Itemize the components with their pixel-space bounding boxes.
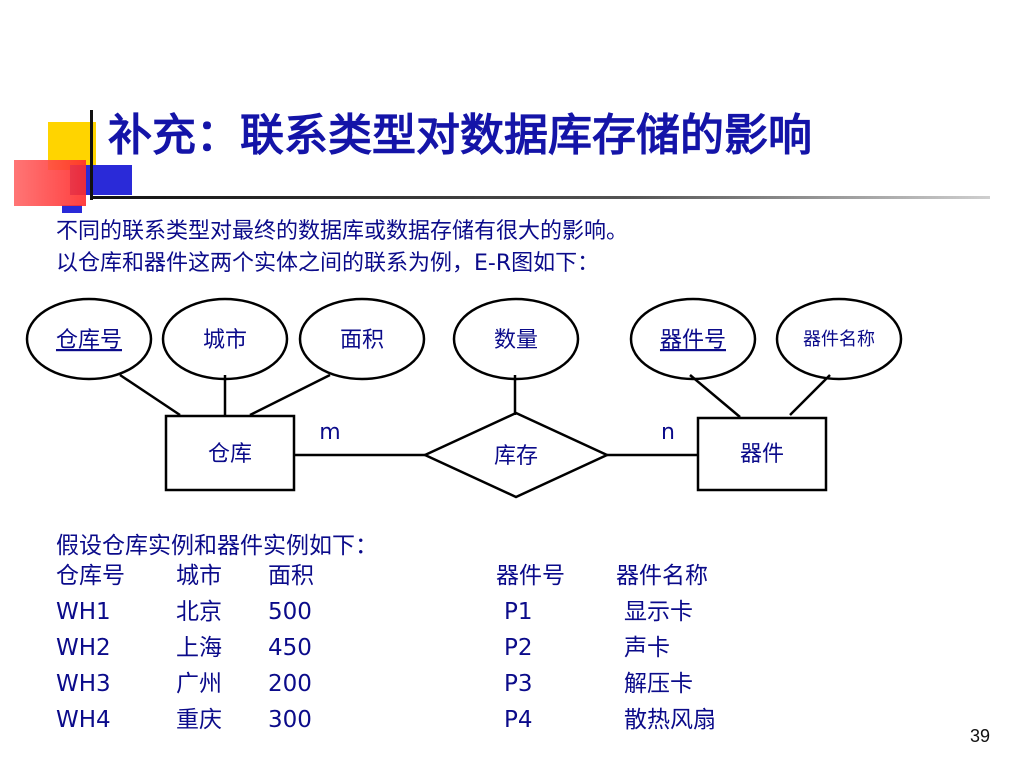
attr-area-ellipse [298,297,426,381]
table-cell: P3 [504,671,533,697]
table-cell: 200 [268,671,312,697]
cardinality-right: n [661,420,675,445]
part-header-id: 器件号 [496,563,565,589]
table-cell: 500 [268,599,312,625]
entity-warehouse-box [164,414,296,492]
relation-label: 库存 [494,444,538,469]
cardinality-left: m [319,420,340,445]
table-cell: 广州 [176,671,222,697]
edge-area [249,373,331,417]
warehouse-header-id: 仓库号 [56,563,125,589]
warehouse-col-city: 城市 北京 上海 广州 重庆 [176,558,222,738]
table-cell: WH1 [56,599,111,625]
attr-warehouse-id-ellipse [25,297,153,381]
slide-logo-decoration [0,0,140,230]
table-cell: 300 [268,707,312,733]
intro-line-1: 不同的联系类型对最终的数据库或数据存储有很大的影响。 [56,219,629,244]
part-header-name: 器件名称 [616,563,708,589]
logo-red-block [14,160,86,206]
intro-line-2: 以仓库和器件这两个实体之间的联系为例，E-R图如下： [56,251,600,276]
warehouse-col-id: 仓库号 WH1 WH2 WH3 WH4 [56,558,125,738]
attr-city-ellipse [161,297,289,381]
table-cell: 重庆 [176,707,222,733]
table-cell: P4 [504,707,533,733]
table-cell: P2 [504,635,533,661]
table-cell: WH2 [56,635,111,661]
attr-part-id-label: 器件号 [660,328,726,353]
table-cell: WH3 [56,671,111,697]
entity-part-label: 器件 [740,442,784,467]
warehouse-col-area: 面积 500 450 200 300 [268,558,314,738]
table-cell: 解压卡 [624,671,693,697]
attr-area-label: 面积 [340,328,384,353]
attr-quantity-ellipse [452,297,580,381]
entity-warehouse-label: 仓库 [208,442,252,467]
table-cell: P1 [504,599,533,625]
attr-part-id-ellipse [629,297,757,381]
tables-intro: 假设仓库实例和器件实例如下： [56,533,378,559]
table-cell: WH4 [56,707,111,733]
intro-text: 不同的联系类型对最终的数据库或数据存储有很大的影响。 以仓库和器件这两个实体之间… [56,216,628,280]
relation-diamond [422,411,610,499]
edge-part-name [789,374,831,416]
title-horizontal-rule [90,196,990,199]
table-cell: 散热风扇 [624,707,716,733]
title-vertical-rule [90,110,93,200]
table-cell: 上海 [176,635,222,661]
part-col-name: 器件名称 显示卡 声卡 解压卡 散热风扇 [616,558,716,738]
warehouse-header-city: 城市 [176,563,222,589]
edge-warehouse-id [119,373,181,417]
edge-part-id [689,374,741,418]
part-col-id: 器件号 P1 P2 P3 P4 [496,558,565,738]
attr-quantity-label: 数量 [494,328,538,353]
attr-city-label: 城市 [203,328,247,353]
slide-title: 补充：联系类型对数据库存储的影响 [108,110,812,161]
page-number: 39 [969,726,990,746]
table-cell: 声卡 [624,635,670,661]
attr-warehouse-id-label: 仓库号 [56,328,122,353]
table-cell: 显示卡 [624,599,693,625]
attr-part-name-label: 器件名称 [803,329,875,350]
table-cell: 北京 [176,599,222,625]
entity-part-box [696,416,828,492]
attr-part-name-ellipse [775,297,903,381]
warehouse-header-area: 面积 [268,563,314,589]
table-cell: 450 [268,635,312,661]
logo-blue-strip [62,205,82,213]
er-diagram: 仓库号 城市 面积 数量 器件号 器件名称 仓库 器件 库存 m n [25,297,903,499]
instance-tables: 假设仓库实例和器件实例如下： 仓库号 WH1 WH2 WH3 WH4 城市 北京… [56,526,756,746]
